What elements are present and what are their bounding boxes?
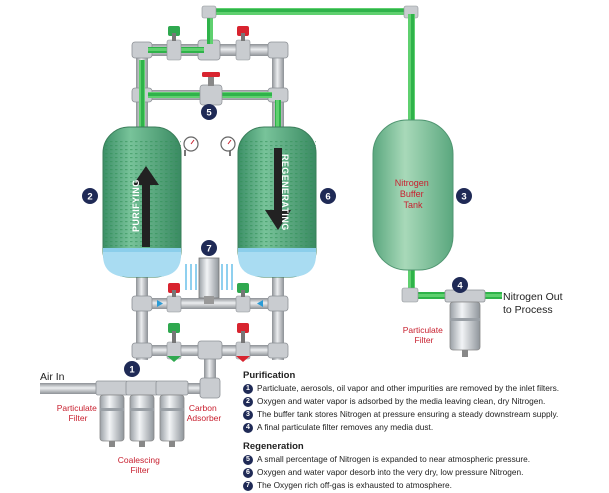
valve-lower-right-2[interactable] [235, 323, 251, 362]
outlet-particulate-filter [444, 289, 486, 357]
valve-lower-right-1[interactable] [235, 283, 251, 313]
coalescing-filter-label: Coalescing Filter [118, 455, 162, 475]
exhaust-lines [185, 264, 233, 290]
purifying-label: PURIFYING [131, 179, 141, 232]
tower-right-regenerating: REGENERATING [237, 126, 317, 278]
svg-text:5: 5 [206, 108, 212, 119]
pressure-gauge-right-icon [220, 136, 236, 156]
svg-text:4: 4 [457, 281, 463, 292]
purification-list: 1 Particluate, aerosols, oil vapor and ot… [243, 383, 605, 434]
process-legend: Purification 1 Particluate, aerosols, oil… [243, 370, 605, 493]
step-description: The Oxygen rich off-gas is exhausted to … [257, 480, 452, 490]
svg-text:2: 2 [87, 192, 92, 203]
regeneration-item: 7 The Oxygen rich off-gas is exhausted to… [243, 480, 605, 492]
valve-top-left[interactable] [166, 26, 182, 61]
inlet-filter-particulate [95, 380, 129, 447]
step-number-badge: 3 [243, 409, 253, 420]
marker-6: 6 [320, 188, 336, 204]
regeneration-item: 6 Oxygen and water vapor desorb into the … [243, 467, 605, 479]
buffer-tank-label: Nitrogen Buffer Tank [395, 178, 432, 210]
regeneration-item: 5 A small percentage of Nitrogen is expan… [243, 454, 605, 466]
step-description: A small percentage of Nitrogen is expand… [257, 454, 531, 464]
step-number-badge: 7 [243, 480, 253, 491]
particulate-filter-left-label: Particulate Filter [57, 403, 100, 423]
purification-item: 3 The buffer tank stores Nitrogen at pres… [243, 409, 605, 421]
step-number-badge: 5 [243, 454, 253, 465]
purification-title: Purification [243, 370, 296, 381]
svg-text:7: 7 [206, 244, 211, 255]
regeneration-list: 5 A small percentage of Nitrogen is expan… [243, 454, 605, 492]
valve-lower-left-2[interactable] [166, 323, 182, 362]
flow-arrows [157, 300, 263, 307]
inlet-filter-carbon-adsorber [155, 380, 189, 447]
step-description: Oxygen and water vapor is adsorbed by th… [257, 396, 546, 406]
air-in-label: Air In [40, 371, 65, 383]
particulate-filter-right-label: Particulate Filter [403, 325, 446, 345]
step-number-badge: 6 [243, 467, 253, 478]
step-description: Particluate, aerosols, oil vapor and oth… [257, 383, 560, 393]
regenerating-label: REGENERATING [280, 154, 290, 231]
step-description: A final particulate filter removes any m… [257, 422, 434, 432]
marker-3: 3 [456, 188, 472, 204]
nitrogen-buffer-tank: Nitrogen Buffer Tank [372, 119, 454, 271]
valve-top-right[interactable] [235, 26, 251, 61]
purification-item: 2 Oxygen and water vapor is adsorbed by t… [243, 396, 605, 408]
nitrogen-out-label: Nitrogen Out to Process [503, 291, 565, 316]
valve-lower-left-1[interactable] [166, 283, 182, 313]
step-description: The buffer tank stores Nitrogen at press… [257, 409, 559, 419]
marker-5: 5 [201, 104, 217, 120]
carbon-adsorber-label: Carbon Adsorber [187, 403, 222, 423]
regeneration-title: Regeneration [243, 441, 304, 452]
svg-text:1: 1 [129, 365, 135, 376]
svg-text:3: 3 [461, 192, 466, 203]
step-number-badge: 4 [243, 422, 253, 433]
inlet-filter-coalescing [125, 380, 159, 447]
marker-7: 7 [201, 240, 217, 256]
pressure-gauge-left-icon [183, 136, 199, 156]
purification-item: 4 A final particulate filter removes any … [243, 422, 605, 434]
svg-text:6: 6 [325, 192, 330, 203]
step-number-badge: 2 [243, 396, 253, 407]
marker-4: 4 [452, 277, 468, 293]
marker-1: 1 [124, 361, 140, 377]
step-number-badge: 1 [243, 383, 253, 394]
step-description: Oxygen and water vapor desorb into the v… [257, 467, 524, 477]
exhaust-muffler [185, 257, 233, 304]
marker-2: 2 [82, 188, 98, 204]
purge-valve[interactable] [199, 72, 223, 106]
purification-item: 1 Particluate, aerosols, oil vapor and ot… [243, 383, 605, 395]
tower-left-purifying: PURIFYING [102, 126, 182, 278]
